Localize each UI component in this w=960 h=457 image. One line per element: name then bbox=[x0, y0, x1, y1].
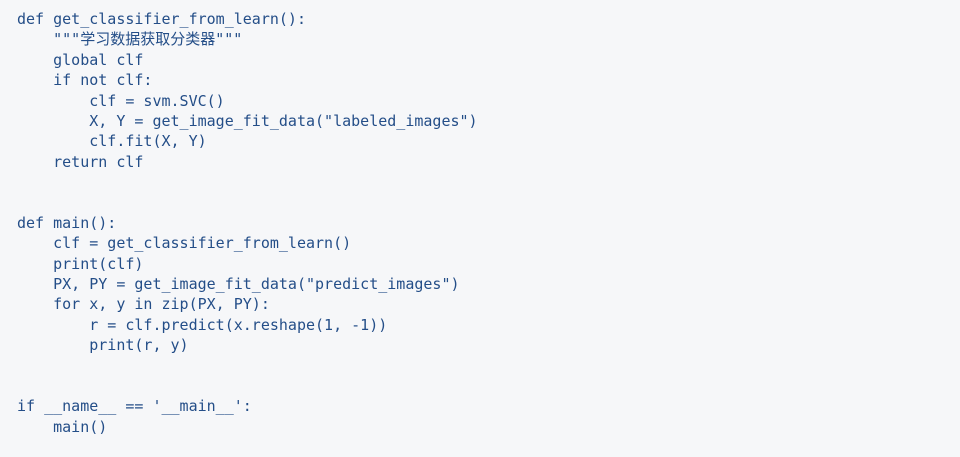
code-line-17: print(r, y) bbox=[17, 336, 189, 355]
code-line-14: PX, PY = get_image_fit_data("predict_ima… bbox=[17, 275, 460, 294]
code-line-4: if not clf: bbox=[17, 71, 153, 90]
code-line-11: def main(): bbox=[17, 213, 117, 232]
code-line-20: if __name__ == '__main__': bbox=[17, 397, 252, 416]
code-line-6: X, Y = get_image_fit_data("labeled_image… bbox=[17, 111, 478, 130]
code-block: def get_classifier_from_learn(): """学习数据… bbox=[17, 9, 478, 437]
code-line-5: clf = svm.SVC() bbox=[17, 91, 225, 110]
code-line-13: print(clf) bbox=[17, 254, 144, 273]
code-line-9 bbox=[17, 172, 478, 192]
code-line-15: for x, y in zip(PX, PY): bbox=[17, 295, 270, 314]
code-line-3: global clf bbox=[17, 50, 144, 69]
code-line-18 bbox=[17, 356, 478, 376]
code-line-19 bbox=[17, 376, 478, 396]
code-line-10 bbox=[17, 193, 478, 213]
code-line-21: main() bbox=[17, 417, 108, 436]
code-line-12: clf = get_classifier_from_learn() bbox=[17, 234, 352, 253]
code-line-2: """学习数据获取分类器""" bbox=[17, 30, 243, 49]
code-line-16: r = clf.predict(x.reshape(1, -1)) bbox=[17, 315, 388, 334]
code-line-1: def get_classifier_from_learn(): bbox=[17, 10, 306, 28]
code-line-7: clf.fit(X, Y) bbox=[17, 132, 207, 151]
code-line-8: return clf bbox=[17, 152, 144, 171]
